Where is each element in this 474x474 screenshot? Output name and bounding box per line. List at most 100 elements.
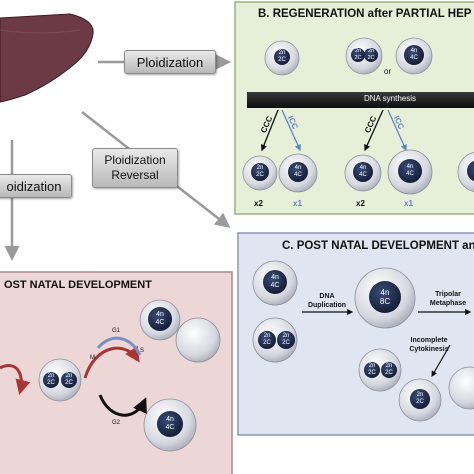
dna-synthesis-bar — [247, 92, 474, 108]
cycle-label-m: M — [90, 355, 95, 361]
nucleus-label-dna: 2C — [256, 172, 264, 178]
cycle-label-g1: G1 — [112, 328, 121, 334]
cycle-arc-s — [83, 345, 140, 379]
cell-c-4 — [358, 348, 402, 392]
panel-c-title: C. POST NATAL DEVELOPMENT and — [282, 240, 474, 252]
incomplete-cytokinesis-line1: Incomplete — [410, 337, 448, 344]
nucleus-label-ploidy: 2n — [278, 50, 286, 56]
cell-a-1 — [38, 358, 82, 402]
nucleus-label-ploidy: 2n — [368, 363, 376, 369]
dna-synthesis-label: DNA synthesis — [363, 94, 417, 103]
incomplete-cytokinesis-line2: Cytokinesis — [409, 346, 449, 353]
nucleus-label-dna: 2C — [263, 340, 271, 346]
cycle-arc-g1 — [96, 336, 142, 356]
nucleus-label-dna: 8C — [379, 297, 391, 306]
nucleus-label-dna: 2C — [367, 55, 375, 61]
nucleus-label-dna: 4C — [410, 55, 418, 61]
nucleus-label-dna: 2C — [65, 380, 73, 386]
tripolar-line2: Metaphase — [429, 300, 467, 307]
cell-c-2 — [252, 317, 298, 363]
nucleus-label-ploidy: 4n — [294, 165, 302, 171]
tripolar-line1: Tripolar — [435, 291, 461, 298]
icc-arrow-2 — [387, 109, 407, 152]
cell-b-top-1 — [264, 40, 300, 76]
cell-b-bottom-2 — [278, 153, 318, 193]
cell-c-5 — [398, 378, 442, 422]
cytokinesis-arrow — [431, 344, 451, 378]
multiplier-x2-2: x2 — [356, 199, 365, 208]
ploidization-label-top-text: Ploidization — [136, 54, 204, 70]
panel-a-title: OST NATAL DEVELOPMENT — [4, 279, 152, 291]
nucleus-label-ploidy: 4n — [271, 274, 279, 281]
icc-arrow-1 — [281, 109, 301, 152]
ccc-arrow-2 — [364, 109, 384, 152]
liver-illustration — [0, 13, 94, 103]
nucleus-label-ploidy: 4n — [359, 165, 367, 171]
nucleus-label-dna: 2C — [416, 399, 424, 405]
nucleus-label-ploidy: 2n — [282, 333, 290, 339]
nucleus-label-ploidy: 4n — [410, 48, 418, 54]
incomplete-cytokinesis-label: Incomplete Cytokinesis — [406, 336, 452, 354]
nucleus-label-dna: 2C — [385, 370, 393, 376]
nucleus-label-ploidy: 2n — [354, 48, 362, 54]
cell-b-bottom-1 — [242, 155, 278, 191]
nucleus-label-dna: 4C — [406, 171, 414, 177]
ploidization-reversal-label: Ploidization Reversal — [92, 148, 178, 188]
dna-duplication-label: DNA Duplication — [306, 292, 348, 310]
cell-b-bottom-4 — [387, 149, 433, 195]
nucleus-label-ploidy: 2n — [65, 373, 73, 379]
cell-a-2 — [139, 299, 181, 341]
nucleus-label-dna: 2C — [47, 380, 55, 386]
dna-duplication-line2: Duplication — [307, 302, 347, 309]
cycle-label-s: S — [140, 348, 145, 354]
ploidization-label-left: oidization — [0, 174, 72, 198]
nucleus-label-ploidy: 2n — [263, 333, 271, 339]
cell-a-3 — [175, 317, 221, 363]
panel-b-title: B. REGENERATION after PARTIAL HEP — [258, 8, 472, 20]
nucleus-label-ploidy: 4n — [166, 416, 174, 423]
nucleus-label-ploidy: 4n — [406, 164, 414, 170]
nucleus-label-dna: 4C — [165, 424, 175, 431]
ploidization-label-top: Ploidization — [124, 50, 216, 74]
multiplier-x1-2: x1 — [404, 199, 413, 208]
cycle-arc-left — [0, 364, 31, 395]
nucleus-label-ploidy: 2n — [367, 48, 375, 54]
cycle-label-g2: G2 — [112, 420, 121, 426]
cell-b-bottom-3 — [344, 154, 382, 192]
nucleus-label-dna: 4C — [270, 282, 280, 289]
nucleus-label-dna: 2C — [368, 370, 376, 376]
nucleus-label-ploidy: 4n — [156, 311, 164, 318]
nucleus-label-ploidy: 4n — [380, 288, 390, 297]
nucleus-label-dna: 4C — [294, 172, 302, 178]
cell-c-3 — [354, 267, 416, 329]
ploidization-reversal-line2: Reversal — [111, 168, 159, 182]
nucleus-label-ploidy: 2n — [416, 392, 424, 398]
ploidization-reversal-line1: Ploidization — [104, 153, 166, 167]
ploidization-label-left-text: oidization — [6, 178, 62, 194]
cycle-arc-g2 — [98, 394, 147, 417]
panel-a-background — [0, 271, 233, 474]
cell-c-6 — [448, 366, 474, 410]
multiplier-x2-1: x2 — [254, 199, 263, 208]
dna-duplication-line1: DNA — [319, 293, 335, 300]
nucleus-label-dna: 2C — [354, 55, 362, 61]
cell-b-top-3 — [395, 37, 433, 75]
nucleus-label-dna: 4C — [155, 319, 165, 326]
